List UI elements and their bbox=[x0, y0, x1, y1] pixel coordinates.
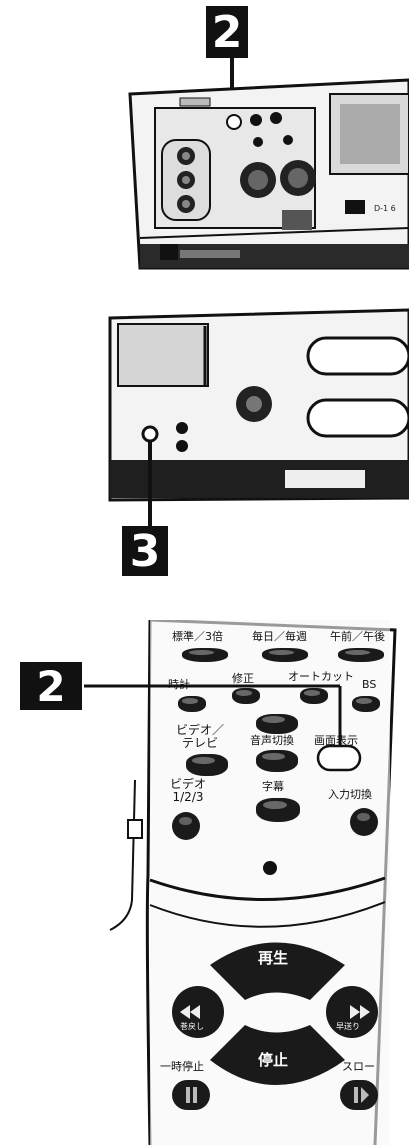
label-standard-3x: 標準／3倍 bbox=[172, 630, 223, 643]
label-audio-switch: 音声切換 bbox=[250, 734, 294, 747]
correct-button[interactable] bbox=[232, 688, 260, 704]
daily-weekly-button[interactable] bbox=[262, 648, 308, 662]
label-rewind: 巻戻し bbox=[180, 1022, 204, 1031]
vcr-front-panel-top: 2 D-1 6 bbox=[0, 0, 409, 285]
stop-button[interactable] bbox=[212, 1026, 344, 1106]
label-pause: 一時停止 bbox=[160, 1060, 204, 1073]
rewind-button[interactable] bbox=[172, 986, 224, 1038]
label-am-pm: 午前／午後 bbox=[330, 630, 385, 643]
label-input-switch: 入力切換 bbox=[328, 788, 372, 801]
step-number-badge: 2 bbox=[206, 6, 248, 58]
vcr-small-label: D-1 6 bbox=[374, 204, 396, 213]
input-switch-button[interactable] bbox=[350, 808, 378, 836]
label-auto-cut: オートカット bbox=[288, 670, 354, 683]
vcr-top-illustration bbox=[128, 58, 409, 270]
slow-button[interactable] bbox=[340, 1080, 378, 1110]
audio-switch-button[interactable] bbox=[256, 750, 298, 772]
label-clock: 時計 bbox=[168, 678, 190, 691]
label-correct: 修正 bbox=[232, 672, 254, 685]
fast-forward-button[interactable] bbox=[326, 986, 378, 1038]
label-daily-weekly: 毎日／毎週 bbox=[252, 630, 307, 643]
label-stop: 停止 bbox=[258, 1051, 289, 1069]
label-video-tv: ビデオ／ テレビ bbox=[176, 723, 225, 750]
label-subtitles: 字幕 bbox=[262, 780, 284, 793]
screen-display-button[interactable] bbox=[318, 746, 360, 770]
label-screen-display: 画面表示 bbox=[314, 734, 358, 747]
step-number-badge: 3 bbox=[122, 526, 168, 577]
label-play: 再生 bbox=[258, 949, 289, 967]
vcr-middle-illustration bbox=[108, 308, 409, 530]
auto-cut-button[interactable] bbox=[300, 688, 328, 704]
am-pm-button[interactable] bbox=[338, 648, 384, 662]
video-123-button[interactable] bbox=[172, 812, 200, 840]
label-video-123: ビデオ 1/2/3 bbox=[170, 777, 207, 804]
clock-button[interactable] bbox=[178, 696, 206, 712]
subtitles-button[interactable] bbox=[256, 798, 300, 822]
pause-button[interactable] bbox=[172, 1080, 210, 1110]
remote-control: 2 標準／3倍 毎日／毎週 午前／午後 時計 修正 オートカット BS ビデオ／… bbox=[0, 620, 409, 1145]
bs-button[interactable] bbox=[352, 696, 380, 712]
label-slow: スロー bbox=[342, 1060, 375, 1073]
label-bs: BS bbox=[362, 678, 377, 691]
video-tv-button[interactable] bbox=[186, 754, 228, 776]
vcr-front-panel-middle: 3 bbox=[0, 300, 409, 580]
play-button[interactable] bbox=[212, 924, 344, 998]
audio-switch-button-top[interactable] bbox=[256, 714, 298, 734]
label-ff: 早送り bbox=[336, 1022, 360, 1031]
step-number-badge: 2 bbox=[20, 662, 82, 711]
standard-3x-button[interactable] bbox=[182, 648, 228, 662]
